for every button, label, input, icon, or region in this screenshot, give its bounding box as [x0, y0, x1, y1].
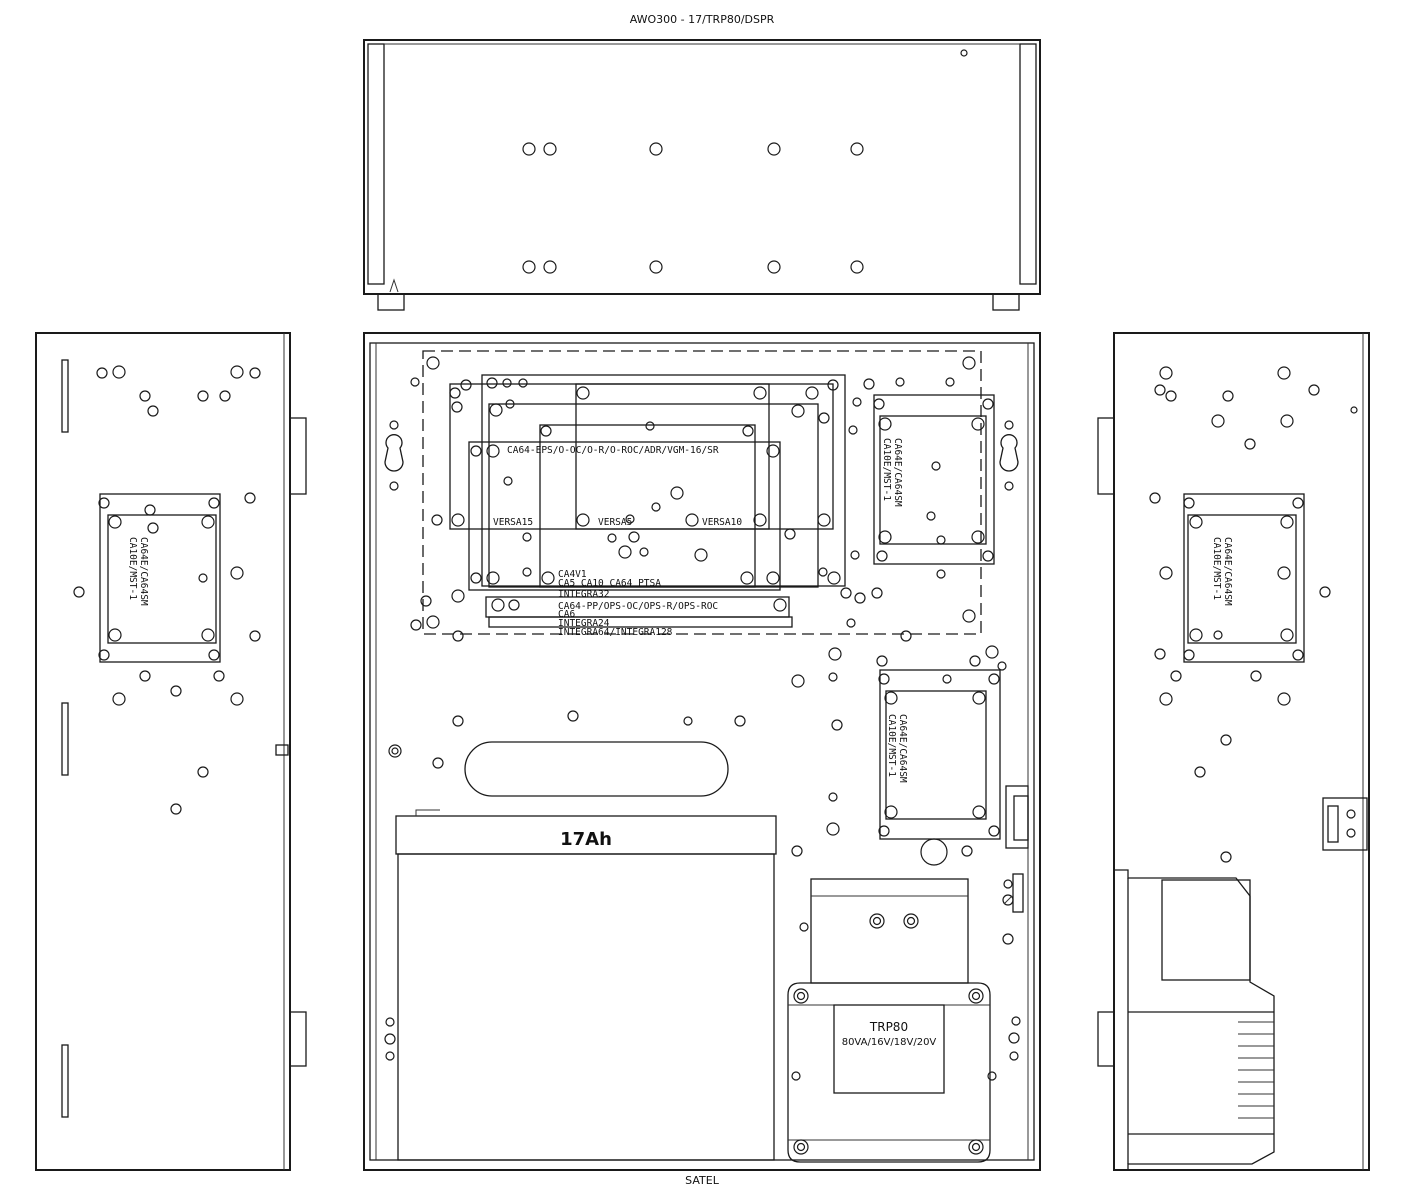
- main-board-outlines: [449, 374, 846, 628]
- label-eps: CA64-EPS/O-OC/O-R/O-ROC/ADR/VGM-16/SR: [507, 445, 719, 456]
- label-ca64-pp: CA64-PP/OPS-OC/OPS-R/OPS-ROC: [558, 601, 718, 612]
- top-view-holes: [522, 142, 864, 274]
- front-lower-expander-label-2: CA10E/MST-1: [886, 714, 897, 777]
- front-view: SATEL: [363, 332, 1041, 1187]
- battery-capacity: 17Ah: [560, 829, 612, 850]
- left-expander-module: CA64E/CA64SM CA10E/MST-1: [98, 493, 221, 663]
- label-ca4v1: CA4V1: [558, 569, 587, 580]
- board-labels: CA64-EPS/O-OC/O-R/O-ROC/ADR/VGM-16/SR VE…: [493, 445, 742, 638]
- right-expander-label-2: CA10E/MST-1: [1211, 537, 1222, 600]
- label-versa15: VERSA15: [493, 517, 533, 528]
- right-side-holes: [1149, 366, 1358, 863]
- label-integra64-128: INTEGRA64/INTEGRA128: [558, 627, 673, 638]
- front-lower-expander-label-1: CA64E/CA64SM: [897, 714, 908, 783]
- right-connector: [1322, 797, 1368, 851]
- right-side-view: CA64E/CA64SM CA10E/MST-1: [1097, 332, 1370, 1171]
- right-expander-module: CA64E/CA64SM CA10E/MST-1: [1183, 493, 1305, 663]
- front-expander-upper: CA64E/CA64SM CA10E/MST-1: [873, 394, 995, 565]
- label-versa5: VERSA5: [598, 517, 632, 528]
- transformer-name: TRP80: [869, 1020, 908, 1034]
- right-transformer-profile: [1114, 869, 1275, 1170]
- label-integra24: INTEGRA24: [558, 618, 610, 629]
- mounting-area: [422, 350, 982, 635]
- front-holes: [384, 356, 1021, 1061]
- footer-label: SATEL: [685, 1174, 720, 1187]
- battery: 17Ah: [395, 809, 777, 1161]
- left-side-holes: [73, 365, 261, 815]
- right-expander-label-1: CA64E/CA64SM: [1222, 537, 1233, 606]
- left-expander-label-2: CA10E/MST-1: [127, 537, 138, 600]
- left-side-view: CA64E/CA64SM CA10E/MST-1: [35, 332, 307, 1171]
- drawing-title: AWO300 - 17/TRP80/DSPR: [630, 13, 775, 26]
- keyhole-mounts: [384, 420, 1019, 491]
- label-ca5-ca10-ptsa: CA5 CA10 CA64 PTSA: [558, 578, 661, 589]
- front-upper-expander-label-2: CA10E/MST-1: [881, 438, 892, 501]
- front-upper-expander-label-1: CA64E/CA64SM: [892, 438, 903, 507]
- top-view: [363, 39, 1041, 311]
- label-versa10: VERSA10: [702, 517, 742, 528]
- front-expander-lower: CA64E/CA64SM CA10E/MST-1: [876, 655, 1001, 840]
- label-integra32: INTEGRA32: [558, 589, 609, 600]
- transformer-rating: 80VA/16V/18V/20V: [842, 1037, 937, 1048]
- label-ca6: CA6: [558, 609, 575, 620]
- left-expander-label-1: CA64E/CA64SM: [138, 537, 149, 606]
- cable-slot: [464, 741, 729, 797]
- tamper-switch: [1002, 785, 1029, 913]
- transformer: TRP80 80VA/16V/18V/20V: [787, 878, 997, 1163]
